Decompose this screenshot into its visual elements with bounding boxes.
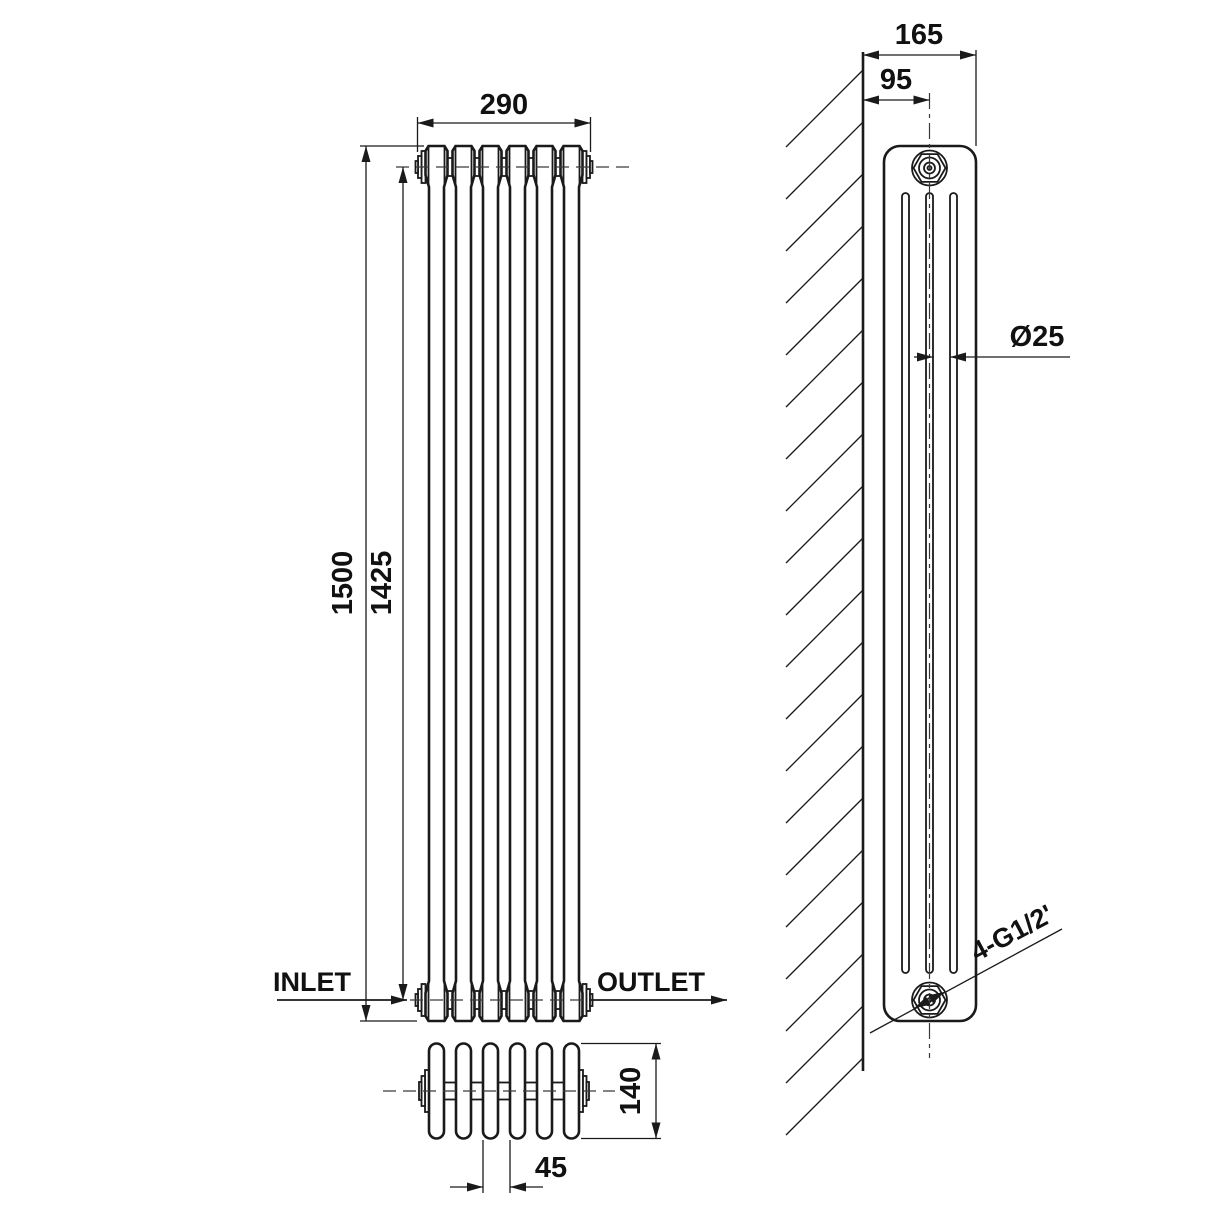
front-view bbox=[396, 144, 632, 1023]
dim-arrowhead bbox=[467, 1182, 483, 1192]
outlet-label: OUTLET bbox=[597, 967, 705, 997]
column-slot bbox=[901, 192, 910, 974]
hatch-line bbox=[785, 225, 864, 304]
radiator-column bbox=[451, 144, 476, 1023]
hatch-line bbox=[785, 329, 864, 408]
hatch-line bbox=[785, 849, 864, 928]
dim-arrowhead bbox=[361, 1005, 371, 1021]
dim-arrowhead bbox=[950, 352, 966, 362]
dim-arrowhead bbox=[574, 118, 591, 128]
hatch-line bbox=[785, 173, 864, 252]
hatch-line bbox=[785, 901, 864, 980]
radiator-column bbox=[478, 144, 503, 1023]
hatch-line bbox=[785, 1005, 864, 1084]
dim-arrowhead bbox=[651, 1043, 661, 1060]
hatch-line bbox=[785, 121, 864, 200]
dim-width-label: 290 bbox=[480, 89, 528, 121]
plan-view bbox=[383, 1042, 615, 1140]
dim-arrowhead bbox=[417, 118, 434, 128]
radiator-column bbox=[505, 144, 530, 1023]
hatch-line bbox=[785, 641, 864, 720]
hatch-line bbox=[785, 537, 864, 616]
end-cap bbox=[589, 160, 594, 174]
side-view bbox=[869, 93, 1063, 1058]
dim-arrowhead bbox=[914, 996, 931, 1009]
wall-hatching bbox=[785, 69, 864, 1136]
dimensions: 290 1500 1425 INLET OUTLET 140 45 165 95… bbox=[273, 19, 1070, 1193]
hatch-line bbox=[785, 589, 864, 668]
dimension-arrows bbox=[361, 50, 976, 1192]
thread-leader-line bbox=[869, 928, 1063, 1034]
dim-depth-label: 140 bbox=[615, 1067, 647, 1115]
hatch-line bbox=[785, 1057, 864, 1136]
dim-arrowhead bbox=[398, 167, 408, 183]
inlet-label: INLET bbox=[273, 967, 352, 997]
radiator-column bbox=[559, 144, 584, 1023]
dim-arrowhead bbox=[398, 984, 408, 1000]
dim-arrowhead bbox=[863, 50, 879, 60]
hatch-line bbox=[785, 485, 864, 564]
radiator-column bbox=[532, 144, 557, 1023]
hatch-line bbox=[785, 745, 864, 824]
plan-end-cap bbox=[418, 1081, 423, 1101]
dim-arrowhead bbox=[913, 95, 930, 105]
hatch-line bbox=[785, 277, 864, 356]
dim-arrowhead bbox=[863, 95, 879, 105]
union-nut-ring bbox=[918, 988, 941, 1012]
hatch-line bbox=[785, 693, 864, 772]
dim-wall-offset-label: 95 bbox=[880, 64, 912, 96]
union-nut-hex bbox=[912, 985, 947, 1015]
dim-arrowhead bbox=[651, 1122, 661, 1139]
dim-center-height-label: 1425 bbox=[366, 551, 398, 616]
dim-total-depth-label: 165 bbox=[895, 19, 943, 51]
union-nut-hex bbox=[912, 153, 947, 183]
dim-arrowhead bbox=[510, 1182, 526, 1192]
dim-arrowhead bbox=[960, 50, 976, 60]
dim-arrowhead bbox=[711, 995, 727, 1005]
dim-arrowhead bbox=[917, 352, 933, 362]
dim-arrowhead bbox=[391, 995, 407, 1005]
hatch-line bbox=[785, 433, 864, 512]
hatch-line bbox=[785, 953, 864, 1032]
wall-section bbox=[785, 52, 865, 1136]
dim-arrowhead bbox=[928, 991, 945, 1004]
hatch-line bbox=[785, 797, 864, 876]
radiator-column bbox=[424, 144, 449, 1023]
dim-arrowhead bbox=[361, 146, 371, 162]
hatch-line bbox=[785, 69, 864, 148]
hatch-line bbox=[785, 381, 864, 460]
column-slot bbox=[949, 192, 958, 974]
dim-diameter-label: Ø25 bbox=[1010, 321, 1065, 353]
dim-height-label: 1500 bbox=[327, 551, 359, 616]
dim-pitch-label: 45 bbox=[535, 1152, 567, 1184]
